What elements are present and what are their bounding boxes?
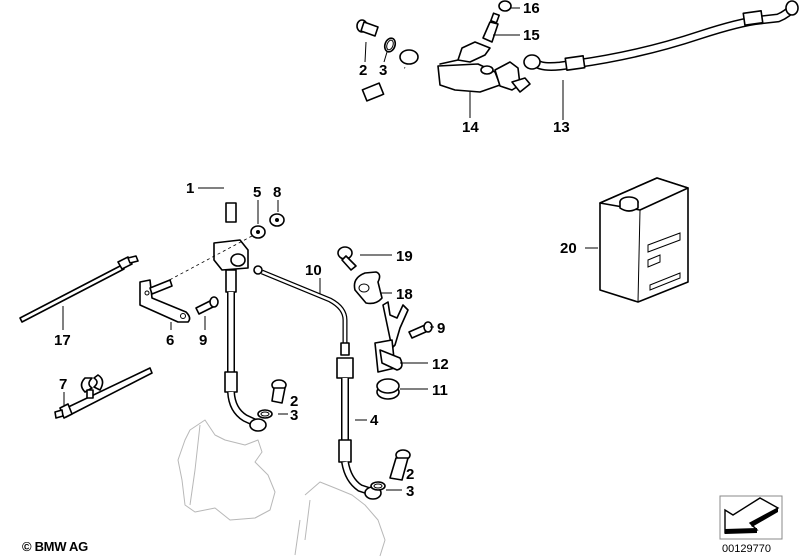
callout-15: 15 xyxy=(523,27,540,44)
callout-7: 7 xyxy=(59,376,67,393)
part-18-clamp xyxy=(353,271,383,305)
callout-9: 9 xyxy=(437,320,445,337)
callout-6: 6 xyxy=(166,332,174,349)
callout-12: 12 xyxy=(432,356,449,373)
callout-20: 20 xyxy=(560,240,577,257)
copyright-label: © BMW AG xyxy=(22,539,88,554)
part-2-banjo-bolt-right xyxy=(389,449,411,481)
part-13-brake-hose xyxy=(523,0,799,71)
part-10-brake-pipe xyxy=(253,265,350,356)
callout-14: 14 xyxy=(462,119,479,136)
part-8-nut xyxy=(269,213,285,227)
part-11-grommet xyxy=(376,378,400,400)
part-15-bleeder-valve xyxy=(482,12,500,43)
callout-8: 8 xyxy=(273,184,281,201)
callout-16: 16 xyxy=(523,0,540,17)
leader-lines xyxy=(62,7,598,491)
part-9-bolt-left xyxy=(195,296,219,315)
callout-3: 3 xyxy=(406,483,414,500)
part-19-bolt xyxy=(337,246,357,271)
callout-3: 3 xyxy=(379,62,387,79)
part-1-brake-hose xyxy=(213,49,419,432)
part-3-sealing-ring-right xyxy=(370,481,386,491)
callout-2: 2 xyxy=(359,62,367,79)
part-4-brake-hose xyxy=(336,357,382,500)
ghost-caliper-right xyxy=(294,481,386,557)
document-number: 00129770 xyxy=(722,543,771,555)
callout-9: 9 xyxy=(199,332,207,349)
part-7-cable-holder xyxy=(54,367,153,419)
part-14-fitting xyxy=(437,41,531,93)
callout-2: 2 xyxy=(290,393,298,410)
part-9-bolt-right xyxy=(408,321,433,339)
part-3-sealing-ring-top xyxy=(383,37,397,53)
part-2-banjo-bolt-left xyxy=(271,379,287,404)
part-3-sealing-ring-left xyxy=(257,409,273,419)
callout-2: 2 xyxy=(406,466,414,483)
arrow-down-left-icon[interactable] xyxy=(719,495,783,540)
callout-4: 4 xyxy=(370,412,379,429)
callout-17: 17 xyxy=(54,332,71,349)
part-16-dust-cap xyxy=(498,0,512,12)
part-2-banjo-bolt-top xyxy=(356,19,379,37)
part-20-brake-fluid-can xyxy=(599,177,689,303)
part-6-bracket xyxy=(139,279,191,323)
part-17-cable-tie xyxy=(19,255,139,323)
part-5-washer xyxy=(250,225,266,239)
part-12-bracket xyxy=(374,301,409,373)
callout-19: 19 xyxy=(396,248,413,265)
callout-3: 3 xyxy=(290,407,298,424)
callout-18: 18 xyxy=(396,286,413,303)
callout-10: 10 xyxy=(305,262,322,279)
callout-5: 5 xyxy=(253,184,261,201)
callout-1: 1 xyxy=(186,180,194,197)
assembly-line xyxy=(159,235,253,286)
callout-13: 13 xyxy=(553,119,570,136)
ghost-caliper-left xyxy=(177,419,276,521)
callouts: 1 2 3 5 8 6 9 17 7 10 19 18 9 12 11 4 2 … xyxy=(54,0,577,500)
callout-11: 11 xyxy=(432,382,448,399)
